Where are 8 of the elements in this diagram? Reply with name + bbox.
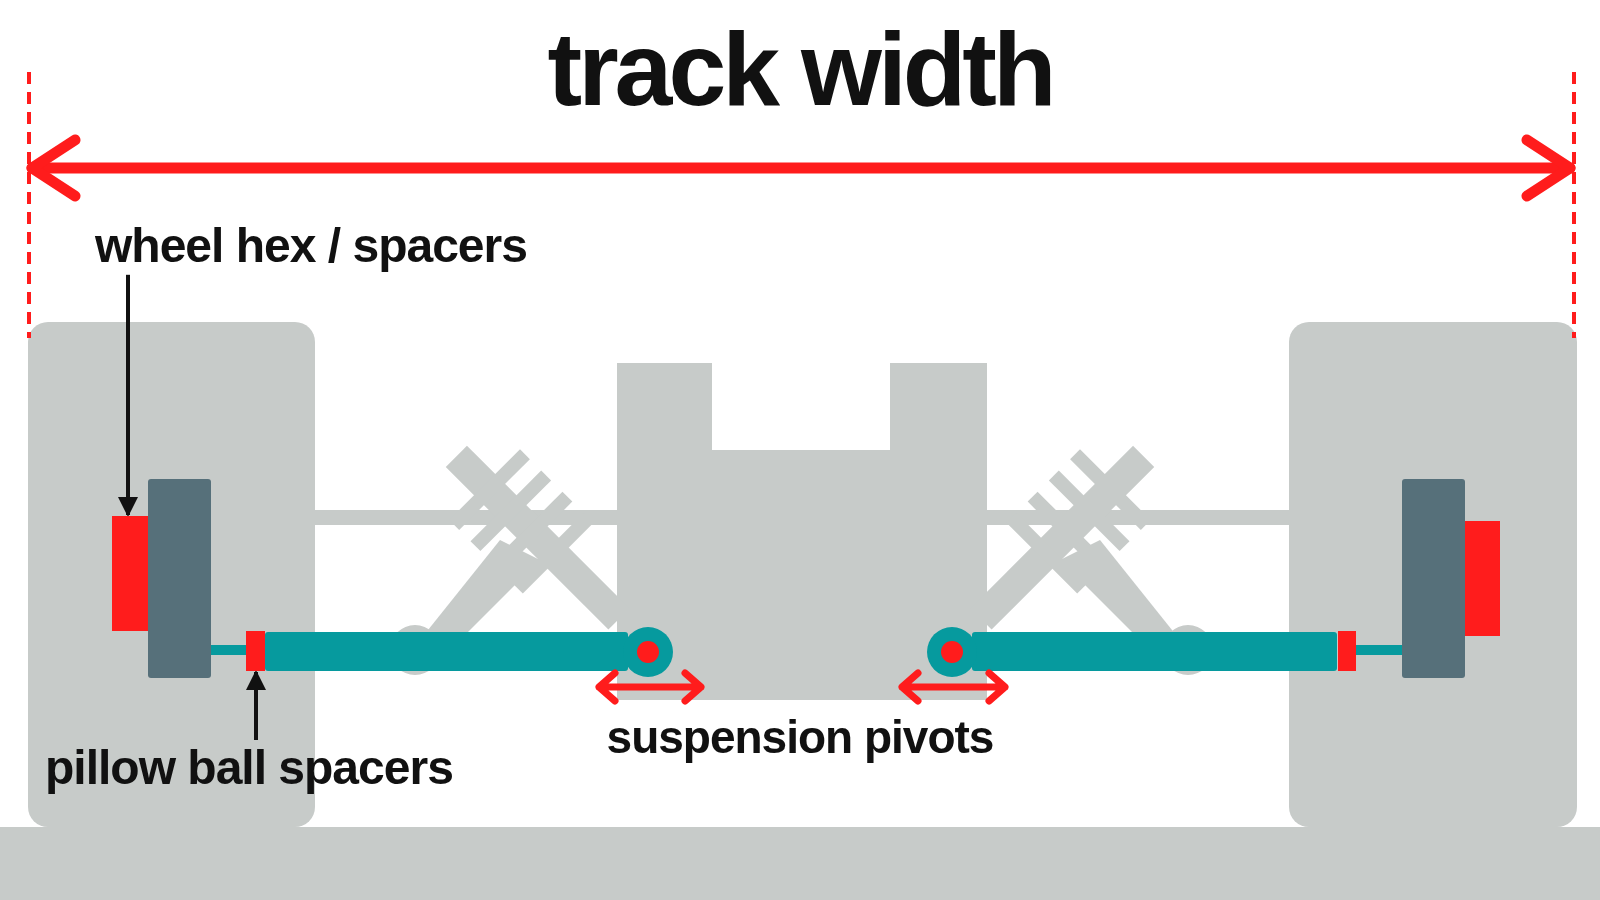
part-label: suspension pivots — [605, 712, 995, 763]
part-label: wheel hex / spacers — [95, 220, 527, 273]
title: track width — [546, 12, 1054, 127]
leader-line — [246, 670, 266, 740]
part-label: pillow ball spacers — [45, 742, 453, 795]
spacer-block — [112, 516, 148, 631]
spacer-block — [246, 631, 265, 671]
leader-line — [118, 274, 138, 517]
